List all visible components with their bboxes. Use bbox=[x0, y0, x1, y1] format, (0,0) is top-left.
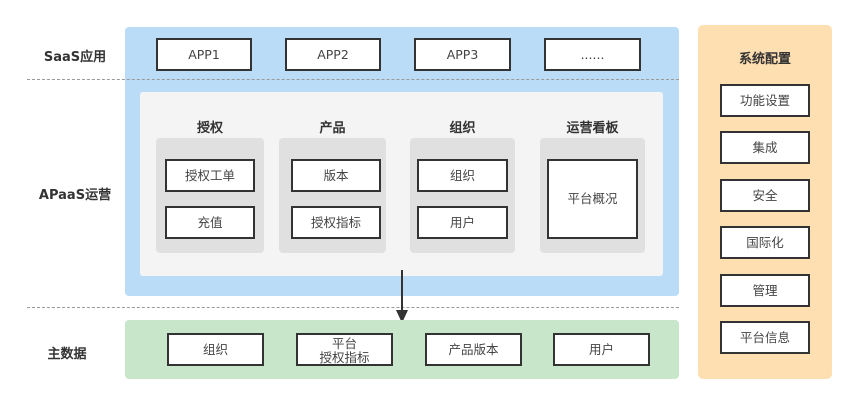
app-box-3[interactable]: APP3 bbox=[414, 38, 511, 71]
group-title-product: 产品 bbox=[319, 121, 346, 136]
org-box[interactable]: 组织 bbox=[417, 159, 508, 192]
version-box[interactable]: 版本 bbox=[291, 159, 381, 192]
master-product-version-box[interactable]: 产品版本 bbox=[425, 333, 522, 366]
group-title-dashboard: 运营看板 bbox=[566, 121, 619, 136]
master-platform-auth-metrics-box[interactable]: 平台 授权指标 bbox=[296, 333, 393, 366]
auth-metrics-box[interactable]: 授权指标 bbox=[291, 206, 381, 239]
config-platform-info[interactable]: 平台信息 bbox=[720, 321, 810, 354]
app-box-2[interactable]: APP2 bbox=[285, 38, 381, 71]
config-integration[interactable]: 集成 bbox=[720, 131, 810, 164]
row-label-master-data: 主数据 bbox=[47, 347, 87, 362]
group-title-auth: 授权 bbox=[196, 121, 223, 136]
arrow-down-icon bbox=[396, 270, 408, 323]
auth-ticket-box[interactable]: 授权工单 bbox=[165, 159, 255, 192]
master-user-box[interactable]: 用户 bbox=[553, 333, 650, 366]
row-label-saas: SaaS应用 bbox=[43, 50, 107, 65]
master-org-box[interactable]: 组织 bbox=[167, 333, 264, 366]
config-feature-settings[interactable]: 功能设置 bbox=[720, 84, 810, 117]
group-title-org: 组织 bbox=[449, 121, 476, 136]
recharge-box[interactable]: 充值 bbox=[165, 206, 255, 239]
config-i18n[interactable]: 国际化 bbox=[720, 226, 810, 259]
separator-apaas-master bbox=[27, 307, 679, 308]
user-box[interactable]: 用户 bbox=[417, 206, 508, 239]
config-security[interactable]: 安全 bbox=[720, 179, 810, 212]
row-label-apaas: APaaS运营 bbox=[38, 188, 112, 203]
system-config-title: 系统配置 bbox=[738, 52, 791, 67]
config-management[interactable]: 管理 bbox=[720, 274, 810, 307]
platform-overview-box[interactable]: 平台概况 bbox=[547, 159, 638, 239]
app-box-more[interactable]: ...... bbox=[544, 38, 641, 71]
app-box-1[interactable]: APP1 bbox=[156, 38, 252, 71]
separator-saas-apaas bbox=[27, 79, 679, 80]
